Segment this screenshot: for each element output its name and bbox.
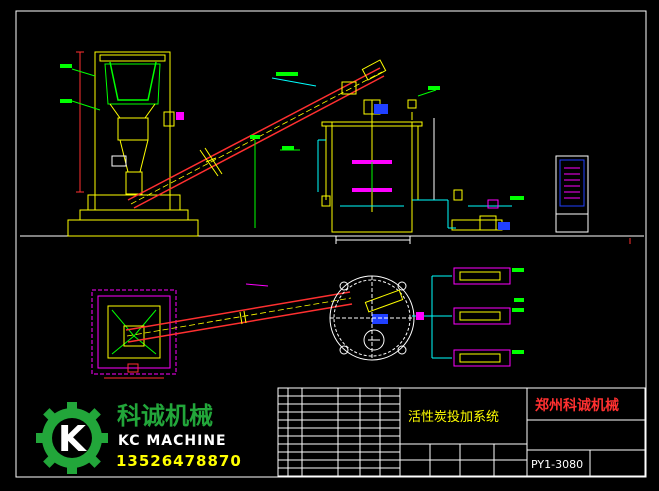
dosing-pumps-plan: [412, 267, 524, 367]
elevation-view: [20, 51, 644, 244]
inclined-screw-conveyor: [127, 59, 387, 228]
mixing-tank-plan: [329, 275, 415, 361]
drawing-frame: [15, 10, 647, 478]
drawing-number: PY1-3080: [531, 458, 583, 471]
drawing-title: 活性炭投加系统: [408, 409, 499, 425]
screw-conveyor-plan: [125, 283, 353, 343]
gear-logo-icon: K: [36, 402, 108, 474]
bag-unloading-station: [60, 51, 199, 237]
logo-chinese-name: 科诚机械: [117, 402, 213, 430]
plan-view: [91, 267, 524, 379]
logo-phone-number: 13526478870: [116, 452, 242, 470]
bag-unloading-station-plan: [91, 289, 177, 379]
title-block: 活性炭投加系统 郑州科诚机械 PY1-3080: [277, 387, 646, 477]
control-cabinet: [555, 155, 589, 233]
company-name: 郑州科诚机械: [535, 397, 619, 414]
dosing-pump-skid: [412, 189, 524, 231]
logo-mark-letter: K: [58, 419, 87, 460]
logo-english-name: KC MACHINE: [118, 433, 227, 449]
company-logo: K 科诚机械 KC MACHINE 13526478870: [36, 402, 242, 474]
mixing-tank: [280, 86, 440, 244]
